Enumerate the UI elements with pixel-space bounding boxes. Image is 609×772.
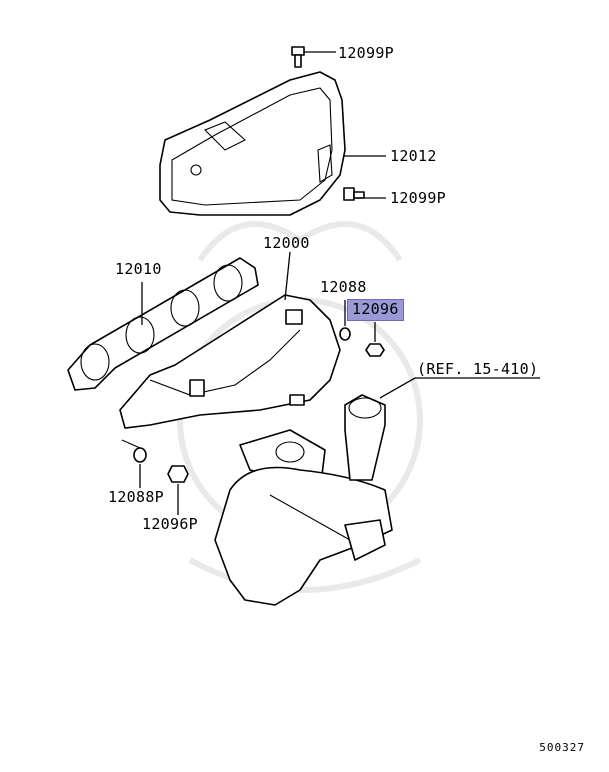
washer-lower-part[interactable] bbox=[133, 447, 147, 463]
label-nut-lower[interactable]: 12096P bbox=[142, 515, 198, 533]
nut-lower-part[interactable] bbox=[167, 465, 189, 483]
nut-part[interactable] bbox=[365, 343, 385, 357]
label-washer-lower[interactable]: 12088P bbox=[108, 488, 164, 506]
label-cover-bolt-side[interactable]: 12099P bbox=[390, 189, 446, 207]
label-cover-bolt-top[interactable]: 12099P bbox=[338, 44, 394, 62]
diagram-code: 500327 bbox=[539, 741, 585, 754]
manifold-part[interactable] bbox=[119, 294, 341, 429]
label-gasket[interactable]: 12010 bbox=[115, 260, 162, 278]
label-washer[interactable]: 12088 bbox=[320, 278, 367, 296]
turbocharger-part[interactable] bbox=[214, 394, 393, 606]
heat-cover-part[interactable] bbox=[159, 71, 346, 216]
leader-lines bbox=[121, 51, 540, 515]
gasket-part[interactable] bbox=[67, 257, 259, 391]
label-manifold[interactable]: 12000 bbox=[263, 234, 310, 252]
washer-part[interactable] bbox=[339, 327, 351, 341]
cover-bolt-top-part[interactable] bbox=[291, 46, 305, 68]
label-heat-cover[interactable]: 12012 bbox=[390, 147, 437, 165]
label-reference[interactable]: (REF. 15-410) bbox=[417, 360, 539, 378]
label-nut-highlighted[interactable]: 12096 bbox=[347, 299, 404, 321]
